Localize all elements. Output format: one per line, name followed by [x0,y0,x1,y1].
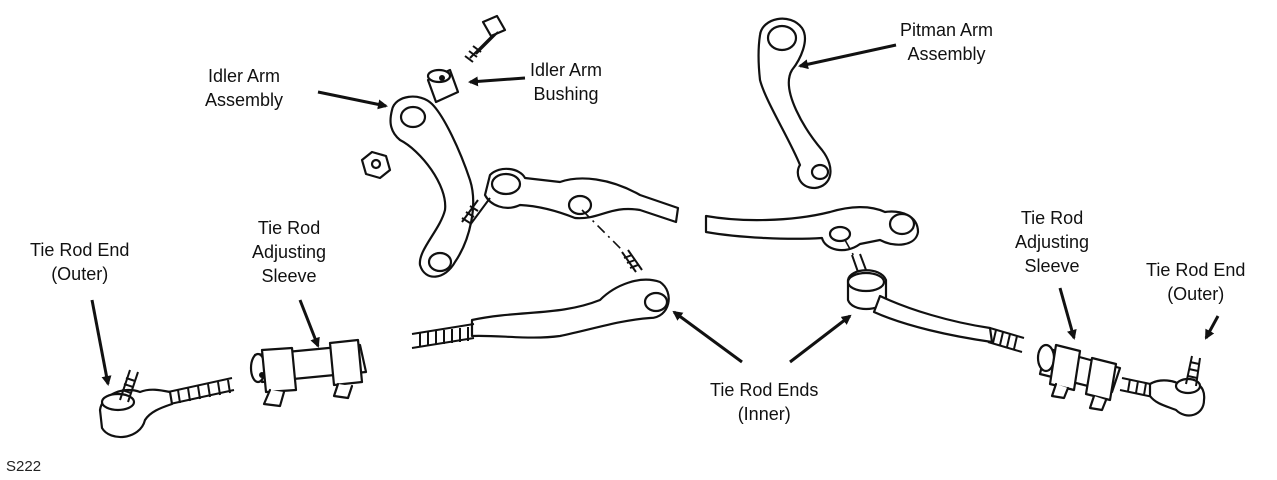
label-line: Bushing [533,84,599,104]
label-line: Assembly [205,90,284,110]
label-tie-rod-adjusting-sleeve-left: Tie Rod Adjusting Sleeve [252,216,326,288]
label-line: Pitman Arm [900,20,994,40]
tie-rod-end-outer-left [98,369,235,439]
label-tie-rod-end-outer-right: Tie Rod End (Outer) [1146,258,1245,306]
tie-rod-end-inner-left [411,249,670,349]
label-line: (Outer) [1167,284,1225,304]
idler-arm-bushing [426,68,460,104]
center-link-left [461,167,680,226]
tie-rod-end-outer-right [1119,355,1206,417]
label-line: Idler Arm [208,66,281,86]
label-line: (Outer) [51,264,109,284]
label-tie-rod-end-outer-left: Tie Rod End (Outer) [30,238,129,286]
leader-arrows [90,43,1220,386]
center-link-right [704,206,920,252]
label-line: Tie Rod End [1146,260,1246,280]
label-line: Tie Rod [1020,208,1084,228]
idler-arm-assembly [389,95,475,278]
figure-code: S222 [6,458,42,475]
tie-rod-adjusting-sleeve-left [249,338,368,408]
label-tie-rod-adjusting-sleeve-right: Tie Rod Adjusting Sleeve [1015,206,1089,278]
label-line: Sleeve [1024,256,1080,276]
tie-rod-adjusting-sleeve-right [1036,343,1122,412]
label-pitman-arm-assembly: Pitman Arm Assembly [900,18,993,66]
label-tie-rod-ends-inner: Tie Rod Ends (Inner) [710,378,818,426]
label-line: Sleeve [261,266,317,286]
label-idler-arm-assembly: Idler Arm Assembly [205,64,283,112]
tie-rod-end-inner-right [846,253,1025,353]
label-line: Adjusting [1015,232,1090,252]
label-line: Adjusting [252,242,327,262]
label-line: Assembly [907,44,986,64]
label-line: Tie Rod Ends [710,380,819,400]
pitman-arm [757,17,832,190]
label-line: Tie Rod [257,218,321,238]
bolt [464,14,507,63]
label-line: (Inner) [737,404,791,424]
label-line: Idler Arm [530,60,603,80]
label-line: Tie Rod End [30,240,130,260]
nut [360,150,392,180]
label-idler-arm-bushing: Idler Arm Bushing [530,58,602,106]
